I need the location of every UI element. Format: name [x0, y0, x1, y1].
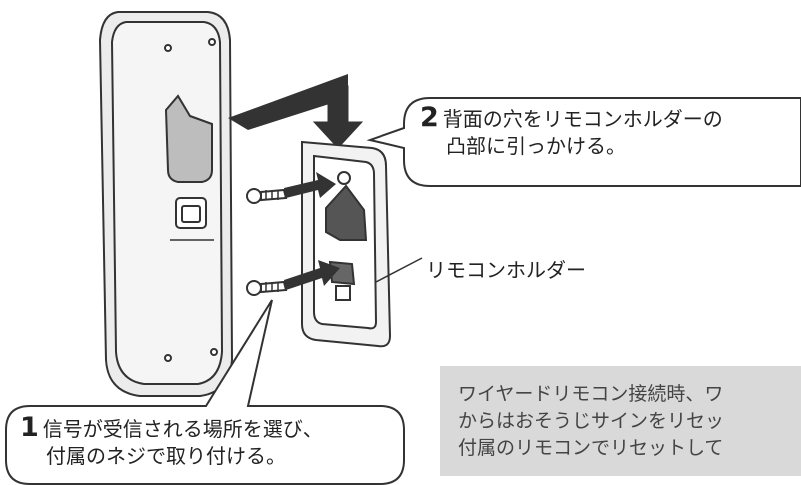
remote-holder	[301, 140, 392, 348]
step2-line1: 背面の穴をリモコンホルダーの	[442, 107, 723, 131]
callout-bubble-step1	[5, 299, 405, 485]
hang-arrow	[228, 74, 364, 149]
note-line-2: からはおそうじサインをリセッ	[458, 410, 725, 432]
callout-bubble-step2	[366, 97, 801, 187]
screw-lower	[246, 280, 288, 296]
remote-holder-label: リモコンホルダー	[426, 258, 586, 282]
step2-number: 2	[420, 102, 439, 133]
step1-line2: 付属のネジで取り付ける。	[46, 444, 286, 468]
screw-arrow-upper	[284, 172, 336, 198]
remote-controller	[98, 11, 234, 397]
holder-label-leader	[375, 257, 423, 283]
step1-number: 1	[20, 412, 39, 443]
note-box: ワイヤードリモコン接続時、ワ からはおそうじサインをリセッ 付属のリモコンでリセ…	[440, 366, 801, 476]
note-line-1: ワイヤードリモコン接続時、ワ	[458, 383, 724, 405]
screw-arrow-lower	[284, 260, 340, 290]
screw-upper	[246, 188, 288, 204]
step2-line2: 凸部に引っかける。	[446, 134, 626, 158]
step1-line1: 信号が受信される場所を選び、	[42, 417, 323, 441]
note-line-3: 付属のリモコンでリセットして	[458, 437, 724, 459]
